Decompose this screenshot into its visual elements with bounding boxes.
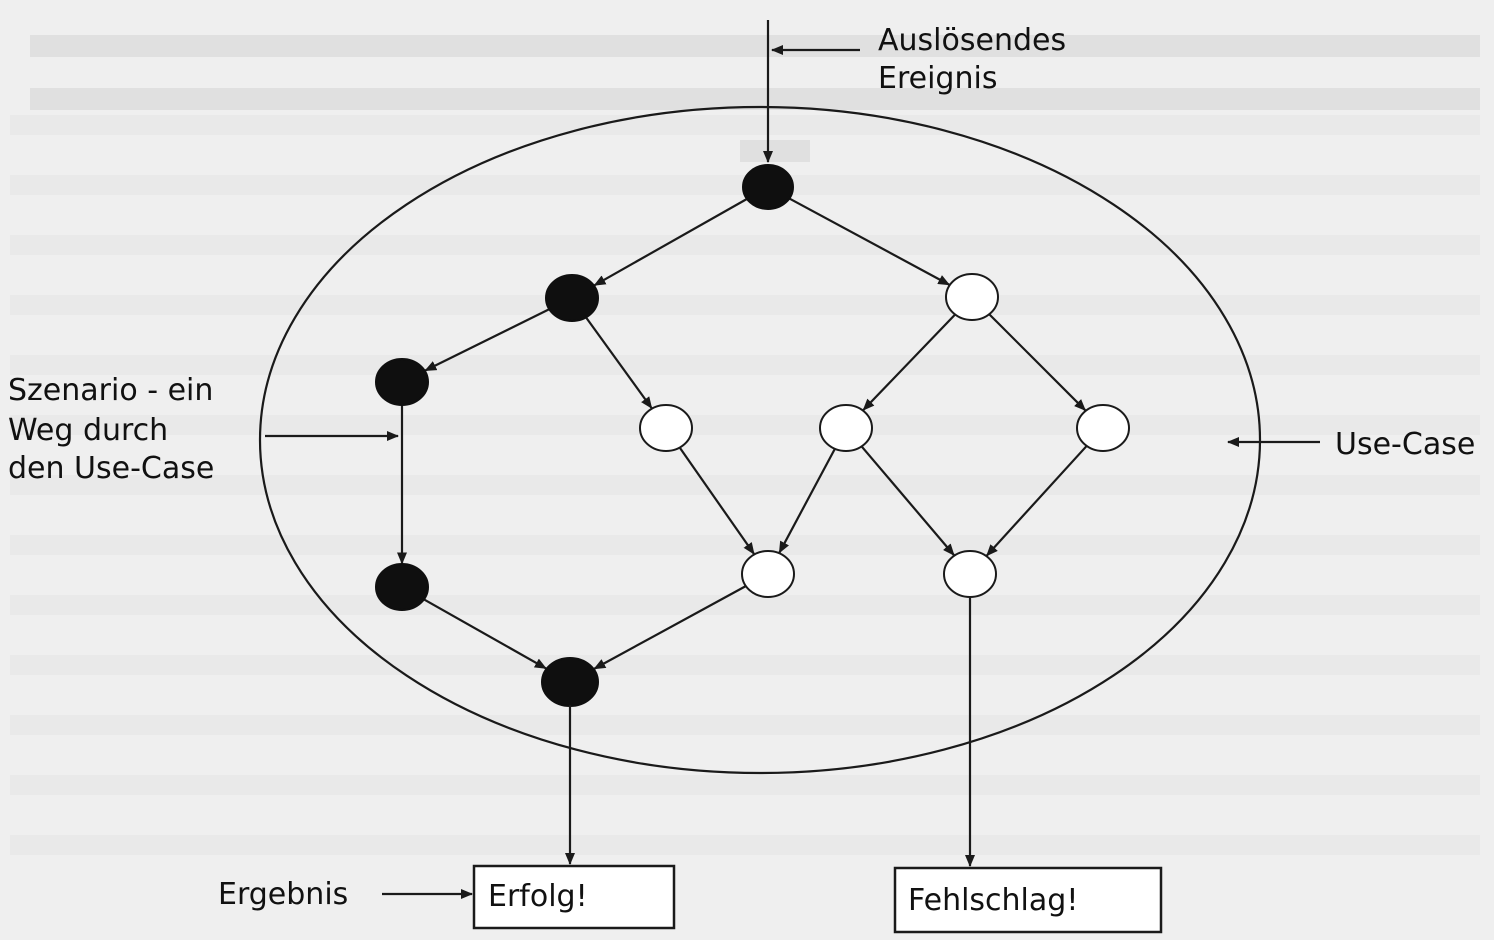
edge-n2-to-n5 [584, 316, 653, 409]
failure-label: Fehlschlag! [908, 883, 1078, 918]
edge-n6-to-n10 [860, 445, 955, 556]
edge-n3-to-n7 [988, 313, 1087, 412]
failure-box [893, 866, 1163, 934]
scenario-node-n2 [545, 274, 599, 322]
trigger-label-line1: Auslösendes [878, 23, 1066, 58]
result-label: Ergebnis [218, 877, 348, 912]
success-label: Erfolg! [488, 879, 588, 914]
flow-node-n3 [945, 273, 999, 321]
flow-node-n9 [741, 550, 795, 598]
edge-n6-to-n9 [778, 447, 837, 554]
flow-node-n5 [639, 404, 693, 452]
use-case-label: Use-Case [1335, 427, 1475, 462]
scenario-node-n8 [375, 563, 429, 611]
flow-node-n7 [1076, 404, 1130, 452]
scenario-node-n11 [541, 657, 599, 707]
edge-n1-to-n2 [593, 197, 748, 287]
edge-n1-to-n3 [788, 197, 951, 286]
scenario-node-n1 [742, 164, 794, 210]
flow-node-n6 [819, 404, 873, 452]
edge-n5-to-n9 [678, 446, 755, 555]
trigger-label-line2: Ereignis [878, 61, 997, 96]
scenario-label-line2: Weg durch [8, 413, 168, 448]
edge-n9-to-n11 [593, 584, 747, 670]
flow-nodes [375, 164, 1130, 707]
flow-node-n10 [943, 550, 997, 598]
edge-n3-to-n6 [862, 313, 957, 411]
flow-edges [397, 197, 1088, 670]
scenario-node-n4 [375, 358, 429, 406]
scenario-label-line1: Szenario - ein [8, 373, 213, 408]
use-case-boundary [258, 105, 1262, 775]
edge-n7-to-n10 [985, 444, 1088, 557]
edge-n2-to-n4 [424, 308, 551, 372]
success-box [472, 864, 676, 930]
edge-n8-to-n11 [423, 598, 547, 670]
scenario-label-line3: den Use-Case [8, 451, 214, 486]
